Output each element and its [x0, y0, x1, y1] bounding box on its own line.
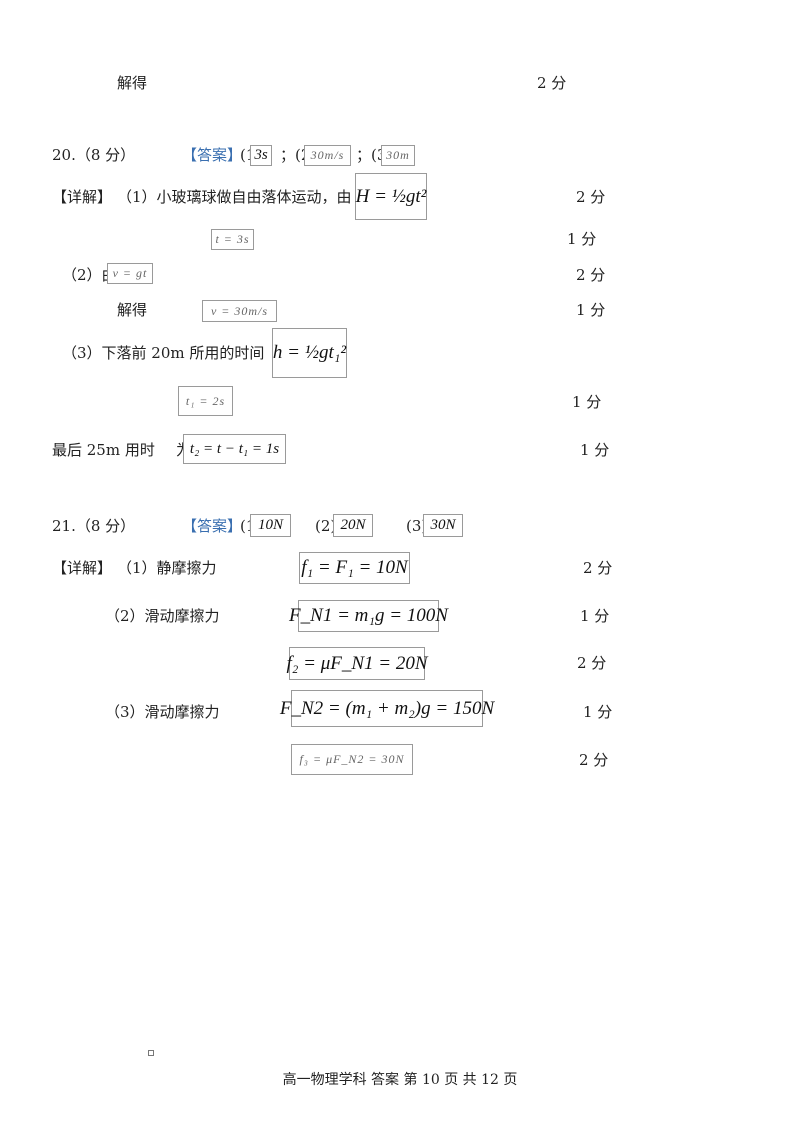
q21-step1-score: 2 分: [583, 559, 613, 577]
q20-step1b-formula: t = 3s: [211, 229, 254, 250]
q21-answer-3-box: 30N: [423, 514, 463, 537]
q20-step3-text: （3）下落前 20m 所用的时间: [62, 344, 265, 362]
q20-step4-score: 1 分: [580, 441, 610, 459]
solved-label: 解得: [117, 74, 148, 92]
q20-step2b-text: 解得: [117, 301, 148, 319]
q20-header: 20.（8 分）: [52, 146, 136, 164]
q20-step2-text: （2）由: [62, 266, 117, 284]
q20-step2b-score: 1 分: [576, 301, 606, 319]
q21-step3-formula: F_N2 = (m₁ + m₂)g = 150N: [280, 690, 494, 727]
q20-step3b-score: 1 分: [572, 393, 602, 411]
q20-detail-label: 【详解】: [52, 188, 113, 206]
q20-step2-formula: v = gt: [107, 263, 153, 284]
q20-answer-2-box: 30m/s: [304, 145, 351, 166]
q21-step3-score: 1 分: [583, 703, 613, 721]
q21-step2b-score: 2 分: [577, 654, 607, 672]
q20-step3-formula: h = ½gt₁²: [272, 328, 347, 378]
q21-header: 21.（8 分）: [52, 517, 136, 535]
q20-step2-score: 2 分: [576, 266, 606, 284]
q21-step2-formula: F_N1 = m₁g = 100N: [289, 600, 448, 632]
q20-step1-score: 2 分: [576, 188, 606, 206]
q21-answer-label: 【答案】: [182, 517, 243, 535]
q21-answer-1-box: 10N: [250, 514, 291, 537]
q21-step1-text: （1）静摩擦力: [117, 559, 217, 577]
q20-step4-text: 最后 25m 用时: [52, 441, 155, 459]
q21-step1-formula: f₁ = F₁ = 10N: [299, 552, 410, 584]
q20-answer-1-box: 3s: [250, 145, 272, 166]
q21-detail-label: 【详解】: [52, 559, 113, 577]
score-top: 2 分: [537, 74, 567, 92]
q21-step2b-formula: f₂ = μF_N1 = 20N: [287, 647, 428, 680]
q20-answer-3-box: 30m: [381, 145, 415, 166]
q20-step1-text: （1）小玻璃球做自由落体运动，由: [117, 188, 352, 206]
q21-step3-text: （3）滑动摩擦力: [105, 703, 220, 721]
q20-step2b-formula: v = 30m/s: [202, 300, 277, 322]
q21-answer-part3-label: (3): [406, 517, 428, 535]
stray-mark: [148, 1050, 154, 1056]
q21-step2-text: （2）滑动摩擦力: [105, 607, 220, 625]
q21-step2-score: 1 分: [580, 607, 610, 625]
q20-step3b-formula: t₁ = 2s: [178, 386, 233, 416]
page-footer: 高一物理学科 答案 第 10 页 共 12 页: [282, 1072, 518, 1088]
q20-step1b-score: 1 分: [567, 230, 597, 248]
q21-step3b-formula: f₃ = μF_N2 = 30N: [291, 744, 413, 775]
q20-step4-formula: t₂ = t − t₁ = 1s: [183, 434, 286, 464]
q21-answer-2-box: 20N: [333, 514, 373, 537]
q20-step1-formula: H = ½gt²: [355, 173, 427, 220]
q20-answer-label: 【答案】: [182, 146, 243, 164]
q21-answer-part2-label: (2): [315, 517, 337, 535]
q21-step3b-score: 2 分: [579, 751, 609, 769]
